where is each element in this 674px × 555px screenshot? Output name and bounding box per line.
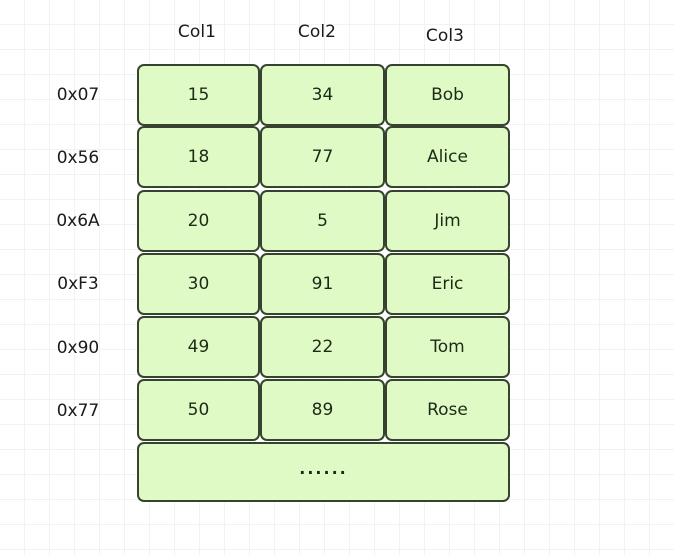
table-cell[interactable]: 15 [137,64,260,126]
column-header-col2: Col2 [297,22,337,42]
table-cell[interactable]: 77 [260,126,385,188]
table-cell[interactable]: Jim [385,190,510,252]
table-cell[interactable]: 22 [260,316,385,378]
table-cell[interactable]: Rose [385,379,510,441]
row-label-4: 0x90 [56,338,100,358]
table-cell[interactable]: 91 [260,253,385,315]
row-label-0: 0x07 [56,85,100,105]
table-cell[interactable]: 5 [260,190,385,252]
table-cell[interactable]: Bob [385,64,510,126]
table-row-continuation[interactable]: ······ [137,442,510,502]
row-label-1: 0x56 [56,148,100,168]
table-cell[interactable]: 34 [260,64,385,126]
row-label-5: 0x77 [56,401,100,421]
table-cell[interactable]: Eric [385,253,510,315]
row-label-2: 0x6A [56,211,100,231]
table-cell[interactable]: 20 [137,190,260,252]
table-cell[interactable]: 18 [137,126,260,188]
table-cell[interactable]: 89 [260,379,385,441]
table-cell[interactable]: Alice [385,126,510,188]
column-header-col1: Col1 [177,22,217,42]
row-label-3: 0xF3 [57,274,99,294]
table-cell[interactable]: 50 [137,379,260,441]
column-header-col3: Col3 [425,26,465,46]
table-cell[interactable]: Tom [385,316,510,378]
table-cell[interactable]: 30 [137,253,260,315]
table-cell[interactable]: 49 [137,316,260,378]
